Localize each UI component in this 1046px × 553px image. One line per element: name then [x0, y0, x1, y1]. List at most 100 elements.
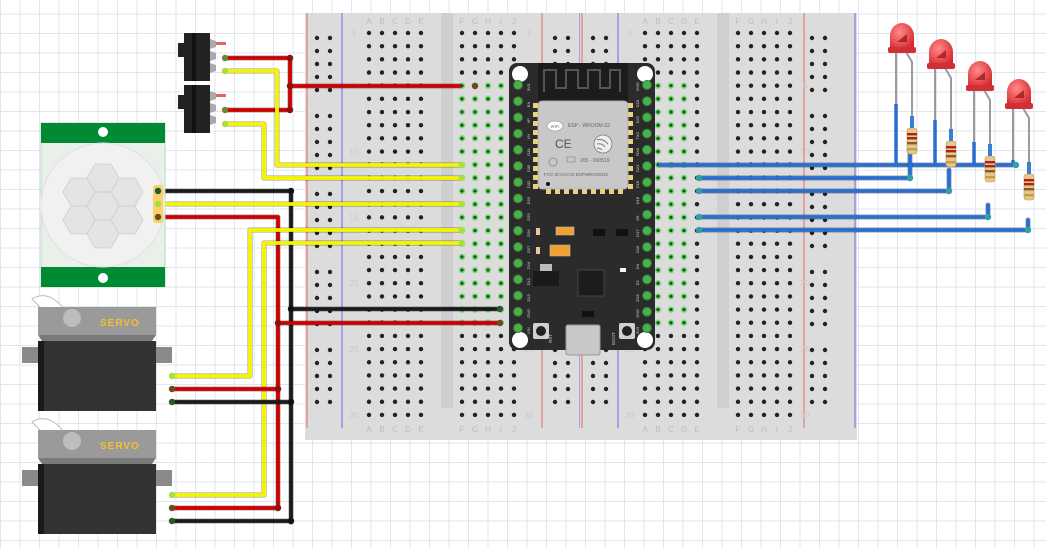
- rail-hole[interactable]: [327, 269, 333, 275]
- breadboard-hole[interactable]: [774, 241, 780, 246]
- wire-endpoint[interactable]: [286, 82, 294, 90]
- rail-hole[interactable]: [327, 399, 333, 405]
- breadboard-hole[interactable]: [761, 149, 767, 154]
- wire-endpoint[interactable]: [168, 517, 176, 525]
- breadboard-hole[interactable]: [787, 360, 793, 365]
- esp32-pin-D2[interactable]: [642, 274, 652, 285]
- breadboard-hole[interactable]: [379, 96, 385, 102]
- breadboard-hole[interactable]: [511, 43, 517, 49]
- breadboard-hole[interactable]: [379, 57, 385, 62]
- breadboard-hole[interactable]: [459, 30, 465, 36]
- breadboard-hole[interactable]: [418, 109, 424, 115]
- breadboard-hole[interactable]: [655, 399, 661, 404]
- wire-endpoint[interactable]: [695, 174, 703, 182]
- esp32-pin-D18[interactable]: [642, 193, 652, 204]
- breadboard-hole[interactable]: [774, 122, 780, 128]
- breadboard-hole[interactable]: [668, 346, 674, 352]
- breadboard-hole[interactable]: [681, 412, 687, 418]
- rail-hole[interactable]: [809, 295, 815, 301]
- breadboard-hole[interactable]: [379, 149, 385, 154]
- esp32-pin-VN[interactable]: [513, 128, 523, 139]
- breadboard-hole[interactable]: [787, 241, 793, 246]
- breadboard-hole[interactable]: [405, 386, 411, 391]
- breadboard-hole[interactable]: [498, 57, 504, 62]
- breadboard-hole[interactable]: [787, 373, 793, 378]
- breadboard-hole[interactable]: [774, 360, 780, 365]
- breadboard-hole[interactable]: [694, 122, 700, 128]
- wire-endpoint[interactable]: [221, 120, 229, 128]
- rail-hole[interactable]: [809, 139, 815, 145]
- breadboard-hole[interactable]: [774, 83, 780, 88]
- breadboard-hole[interactable]: [485, 373, 491, 378]
- rail-hole[interactable]: [809, 113, 815, 119]
- rail-hole[interactable]: [552, 373, 558, 379]
- breadboard-hole[interactable]: [405, 254, 411, 260]
- breadboard-hole[interactable]: [418, 386, 424, 391]
- esp32-pin-D14[interactable]: [513, 258, 523, 269]
- breadboard-hole[interactable]: [405, 373, 411, 378]
- breadboard-hole[interactable]: [511, 373, 517, 378]
- breadboard-hole[interactable]: [366, 360, 372, 365]
- breadboard-hole[interactable]: [418, 96, 424, 102]
- breadboard-hole[interactable]: [418, 70, 424, 75]
- breadboard-hole[interactable]: [787, 43, 793, 49]
- breadboard-hole[interactable]: [761, 346, 767, 352]
- rail-hole[interactable]: [327, 360, 333, 366]
- rail-hole[interactable]: [809, 126, 815, 132]
- breadboard-hole[interactable]: [735, 241, 741, 246]
- breadboard-hole[interactable]: [748, 30, 754, 36]
- pir-sensor[interactable]: [40, 122, 166, 288]
- wire-servo2-signal[interactable]: [170, 241, 464, 497]
- breadboard-hole[interactable]: [761, 241, 767, 246]
- switch-actuator[interactable]: [178, 95, 186, 109]
- breadboard-hole[interactable]: [787, 30, 793, 36]
- breadboard-hole[interactable]: [735, 149, 741, 154]
- rail-hole[interactable]: [809, 243, 815, 249]
- breadboard-hole[interactable]: [787, 346, 793, 352]
- breadboard-hole[interactable]: [774, 30, 780, 36]
- wire-switch1-vcc[interactable]: [223, 56, 462, 88]
- rail-hole[interactable]: [809, 61, 815, 67]
- breadboard-hole[interactable]: [761, 412, 767, 418]
- breadboard-hole[interactable]: [511, 57, 517, 62]
- breadboard-hole[interactable]: [694, 346, 700, 352]
- breadboard-hole[interactable]: [405, 333, 411, 339]
- breadboard-hole[interactable]: [379, 254, 385, 260]
- breadboard-hole[interactable]: [787, 267, 793, 273]
- rail-hole[interactable]: [552, 399, 558, 405]
- esp32-pin-VP[interactable]: [513, 112, 523, 123]
- breadboard-hole[interactable]: [655, 70, 661, 75]
- rail-hole[interactable]: [809, 204, 815, 210]
- esp32-pin-D22[interactable]: [642, 112, 652, 123]
- breadboard-hole[interactable]: [774, 43, 780, 49]
- breadboard-hole[interactable]: [681, 57, 687, 62]
- breadboard-hole[interactable]: [761, 57, 767, 62]
- breadboard-hole[interactable]: [735, 307, 741, 312]
- rail-hole[interactable]: [314, 61, 320, 67]
- rail-hole[interactable]: [822, 35, 828, 41]
- breadboard-hole[interactable]: [735, 109, 741, 115]
- breadboard-hole[interactable]: [459, 70, 465, 75]
- rail-hole[interactable]: [809, 74, 815, 80]
- rail-hole[interactable]: [809, 321, 815, 327]
- breadboard-hole[interactable]: [485, 333, 491, 339]
- breadboard-hole[interactable]: [392, 373, 398, 378]
- breadboard-hole[interactable]: [642, 360, 648, 365]
- rail-hole[interactable]: [590, 373, 596, 379]
- rail-hole[interactable]: [603, 386, 609, 392]
- breadboard-hole[interactable]: [366, 294, 372, 299]
- rail-hole[interactable]: [565, 399, 571, 405]
- breadboard-hole[interactable]: [379, 373, 385, 378]
- breadboard-hole[interactable]: [392, 412, 398, 418]
- rail-hole[interactable]: [314, 373, 320, 379]
- breadboard-hole[interactable]: [787, 320, 793, 325]
- breadboard-hole[interactable]: [694, 149, 700, 154]
- rail-hole[interactable]: [327, 74, 333, 80]
- breadboard-hole[interactable]: [694, 43, 700, 49]
- breadboard-hole[interactable]: [366, 149, 372, 154]
- breadboard-hole[interactable]: [379, 43, 385, 49]
- breadboard-hole[interactable]: [748, 412, 754, 418]
- wire-switch2-vcc[interactable]: [223, 84, 292, 112]
- breadboard-hole[interactable]: [392, 254, 398, 260]
- rail-hole[interactable]: [822, 399, 828, 405]
